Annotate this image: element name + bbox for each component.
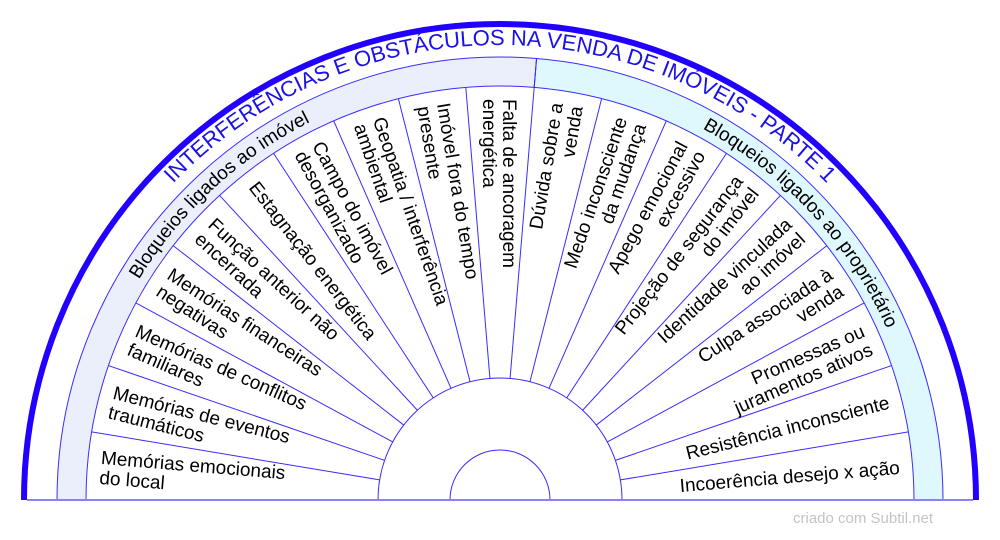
sector-label: Incoerência desejo x ação — [679, 458, 901, 497]
sector-divider — [135, 302, 393, 443]
sector-divider — [509, 87, 535, 379]
sector-divider — [273, 153, 434, 399]
sector-label: do local — [99, 468, 166, 494]
sector-divider — [620, 431, 909, 481]
sector-dividers — [21, 21, 979, 501]
sector-label: energética — [478, 99, 499, 188]
band-divider — [533, 58, 538, 88]
sector-label: Resistência inconsciente — [684, 393, 892, 465]
sector-divider — [91, 431, 380, 481]
outer-arc — [21, 21, 979, 501]
inner-arc — [377, 377, 623, 501]
sector-divider — [465, 87, 491, 379]
sector-label: Dúvida sobre a — [526, 101, 568, 231]
sector-divider — [582, 195, 781, 411]
sector-divider — [615, 365, 892, 461]
sector-divider — [397, 98, 471, 382]
sector-divider — [333, 120, 452, 389]
sector-18[interactable]: Incoerência desejo x ação — [679, 458, 901, 497]
sector-divider — [172, 245, 405, 426]
sector-17[interactable]: Resistência inconsciente — [684, 393, 892, 465]
sector-divider — [529, 98, 603, 382]
sector-divider — [548, 120, 667, 389]
sector-label: Falta de ancoragem — [498, 99, 519, 268]
sector-divider — [566, 153, 727, 399]
sector-divider — [108, 365, 385, 461]
core-arc — [449, 449, 551, 501]
sector-divider — [607, 302, 865, 443]
sector-divider — [219, 195, 418, 411]
sector-divider — [595, 245, 828, 426]
watermark: criado com Subtil.net — [793, 510, 934, 527]
